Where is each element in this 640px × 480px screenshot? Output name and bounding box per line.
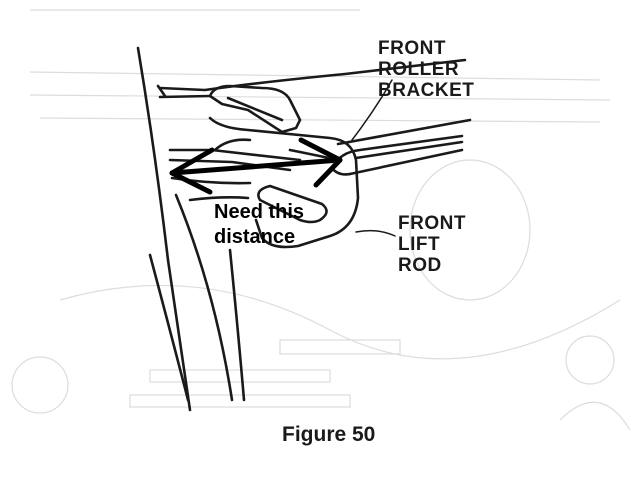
- arrowhead-right: [298, 137, 343, 188]
- leader-front-roller-bracket: [351, 79, 393, 141]
- label-line: ROLLER: [378, 59, 460, 80]
- adjustment-slot: [257, 184, 328, 224]
- annotation-line: distance: [214, 226, 296, 248]
- front-roller-bracket-label: FRONT ROLLER BRACKET: [378, 38, 474, 101]
- label-line: BRACKET: [378, 80, 475, 101]
- label-line: LIFT: [398, 234, 441, 255]
- label-line: FRONT: [378, 38, 446, 59]
- arrowhead-left: [169, 147, 215, 195]
- label-line: ROD: [398, 255, 442, 276]
- figure-caption: Figure 50: [282, 423, 376, 446]
- bracket-plate: [208, 116, 360, 249]
- mower-deck-lift-line-art: [136, 46, 472, 412]
- frame-lower-line: [228, 248, 246, 402]
- front-lift-rod-label: FRONT LIFT ROD: [398, 213, 466, 276]
- front-roller-bracket: [208, 84, 302, 134]
- label-line: FRONT: [398, 213, 466, 234]
- leader-front-lift-rod: [355, 229, 396, 237]
- frame-inner-curve: [174, 193, 234, 402]
- measurement-double-arrow: [169, 137, 343, 195]
- annotation-line: Need this: [214, 201, 305, 223]
- upper-rail: [158, 58, 467, 92]
- bleed-through-artifacts: [11, 9, 631, 431]
- frame-outer-curve: [136, 46, 192, 412]
- measurement-annotation: Need this distance: [214, 200, 304, 250]
